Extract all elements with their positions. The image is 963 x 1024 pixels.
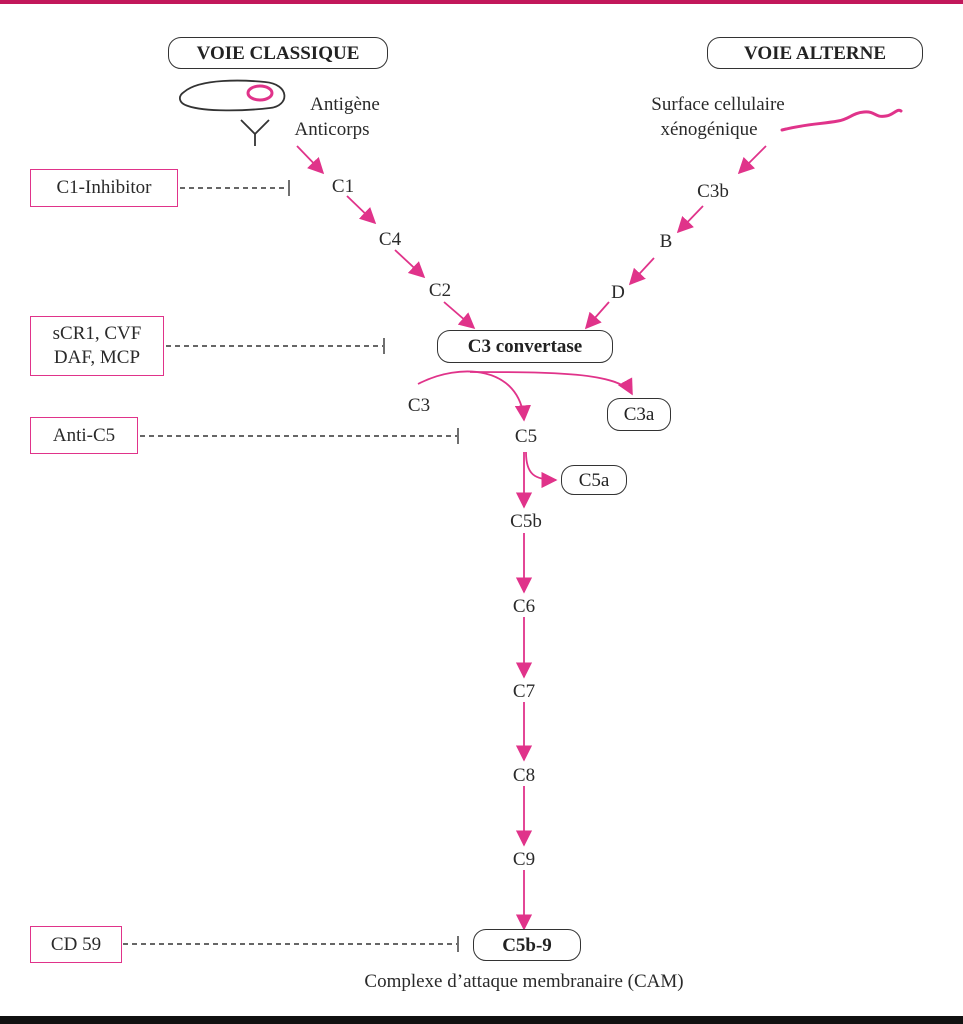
inhibitor-convertase-line2: DAF, MCP <box>53 347 141 368</box>
arrow-c4-c2 <box>394 249 426 279</box>
component-c1: C1 <box>331 176 355 197</box>
surface-label-line2: xénogénique <box>660 119 758 140</box>
bottom-border <box>0 1016 963 1024</box>
component-c3b: C3b <box>697 181 729 202</box>
inhibition-c1 <box>180 180 290 196</box>
component-b: B <box>659 231 673 252</box>
arrow-surface-c3b <box>737 145 767 175</box>
arrow-d-convertase <box>584 301 610 330</box>
xenogenic-surface-icon <box>780 108 903 132</box>
inhibitor-c1: C1-Inhibitor <box>30 169 178 207</box>
arrow-antigen-c1 <box>296 145 325 175</box>
c3a-box: C3a <box>607 398 671 431</box>
component-c8: C8 <box>512 765 536 786</box>
mac-caption: Complexe d’attaque membranaire (CAM) <box>364 971 684 992</box>
component-c7: C7 <box>512 681 536 702</box>
inhibition-mac <box>123 936 459 952</box>
antigen-cell-icon <box>179 79 286 112</box>
c3-convertase-box: C3 convertase <box>437 330 613 363</box>
component-c2: C2 <box>428 280 452 301</box>
inhibitor-convertase: sCR1, CVF DAF, MCP <box>30 316 164 376</box>
alternative-pathway-title: VOIE ALTERNE <box>707 37 923 69</box>
component-c6: C6 <box>512 596 536 617</box>
inhibitor-cd59: CD 59 <box>30 926 122 963</box>
inhibitor-anti-c5: Anti-C5 <box>30 417 138 454</box>
inhibition-convertase <box>166 338 385 354</box>
arrow-c3-to-c5 <box>417 370 531 422</box>
component-c5: C5 <box>514 426 538 447</box>
surface-label-line1: Surface cellulaire <box>651 94 785 115</box>
arrow-c3-to-c3a <box>469 371 633 396</box>
arrow-c2-convertase <box>443 301 476 330</box>
c5a-box: C5a <box>561 465 627 495</box>
component-c3: C3 <box>407 395 431 416</box>
arrow-b-d <box>628 257 655 286</box>
component-c9: C9 <box>512 849 536 870</box>
antibody-icon <box>240 119 270 146</box>
inhibition-c5 <box>140 428 459 444</box>
arrow-c1-c4 <box>346 195 377 225</box>
arrow-c5-to-c5a <box>525 451 558 489</box>
mac-box: C5b-9 <box>473 929 581 961</box>
component-d: D <box>611 282 625 303</box>
antigen-label: Antigène <box>310 94 380 115</box>
antibody-label: Anticorps <box>294 119 370 140</box>
classical-pathway-title: VOIE CLASSIQUE <box>168 37 388 69</box>
inhibitor-convertase-line1: sCR1, CVF <box>52 323 142 345</box>
arrow-c3b-b <box>676 205 704 234</box>
component-c4: C4 <box>378 229 402 250</box>
component-c5b: C5b <box>510 511 542 532</box>
top-border <box>0 0 963 4</box>
